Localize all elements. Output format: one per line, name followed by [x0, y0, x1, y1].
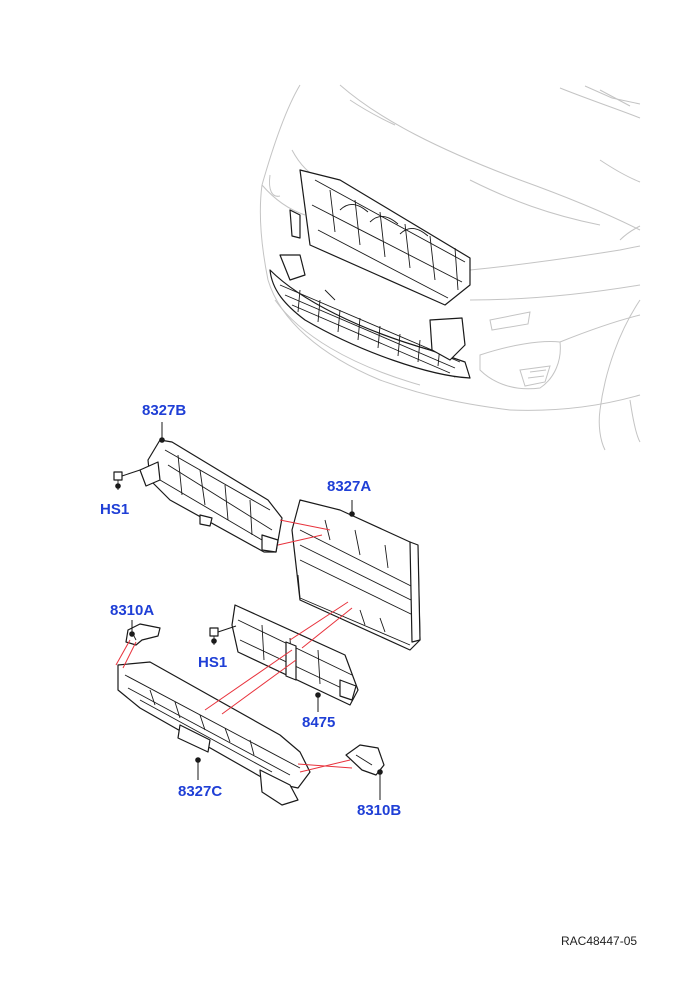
part-8327C-lower-deflector	[117, 661, 311, 806]
vehicle-upper-grille	[279, 169, 471, 361]
leader-dot-8310B	[377, 769, 383, 775]
screw-HS1-middle	[209, 625, 237, 645]
reference-code: RAC48447-05	[561, 934, 638, 948]
leader-dot-8327B	[159, 437, 165, 443]
assembly-lines	[115, 519, 353, 773]
callout-8475: 8475	[302, 714, 336, 731]
callout-8310B: 8310B	[357, 802, 402, 819]
part-8310B-right-bracket	[345, 744, 385, 776]
callout-8327B: 8327B	[142, 402, 187, 419]
part-8327B-upper-deflector	[139, 439, 283, 553]
callout-HS1-upper: HS1	[100, 501, 130, 518]
callout-8310A: 8310A	[110, 602, 155, 619]
leader-dot-8310A	[129, 631, 135, 637]
leader-dot-8475	[315, 692, 321, 698]
leader-dot-8327A	[349, 511, 355, 517]
callout-8327A: 8327A	[327, 478, 372, 495]
vehicle-lower-grille	[269, 269, 471, 379]
leader-dot-8327C	[195, 757, 201, 763]
callout-8327C: 8327C	[178, 783, 223, 800]
callout-HS1-middle: HS1	[198, 654, 228, 671]
screw-HS1-upper	[113, 469, 141, 490]
part-8475-air-guide	[231, 604, 359, 706]
part-8327A-air-duct	[291, 499, 421, 651]
vehicle-front-outline	[259, 84, 641, 451]
